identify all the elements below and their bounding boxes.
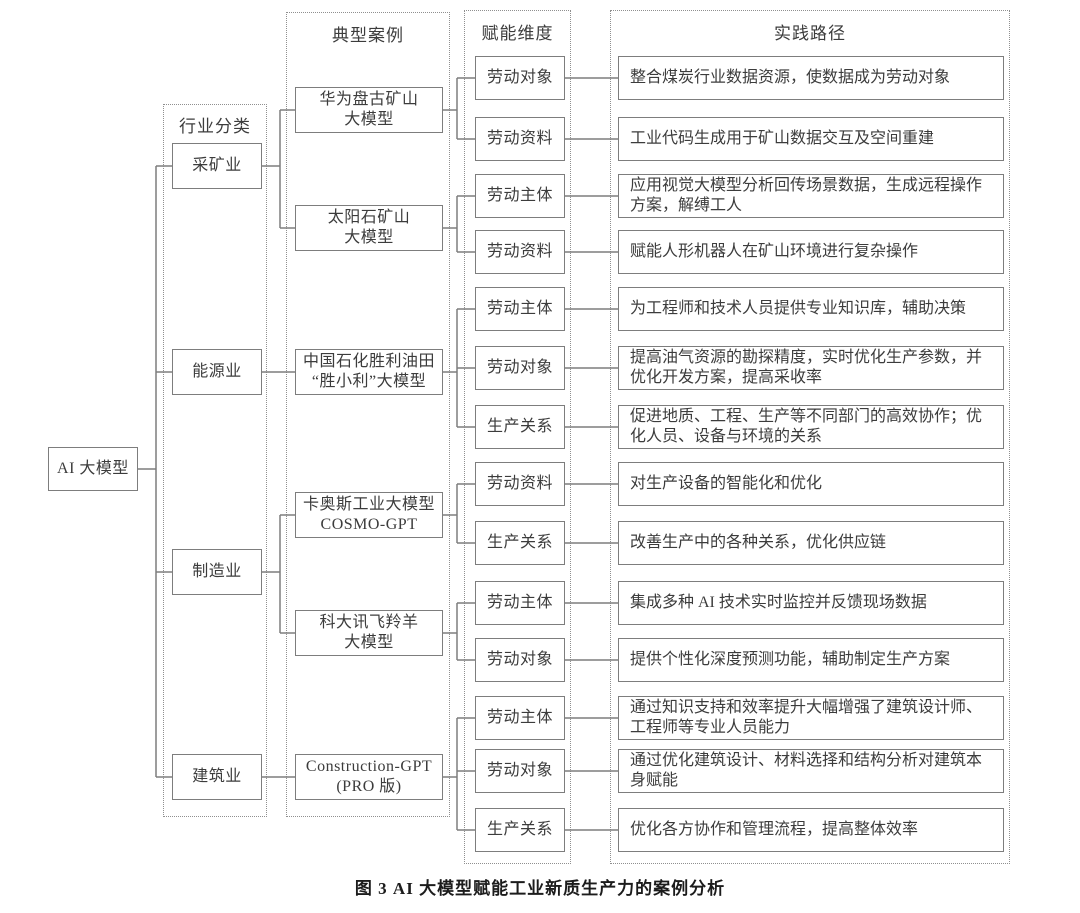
practice-box-row-8: 对生产设备的智能化和优化 <box>618 462 1004 506</box>
case-line1: 太阳石矿山 <box>327 209 411 226</box>
practice-box-row-7: 促进地质、工程、生产等不同部门的高效协作；优化人员、设备与环境的关系 <box>618 405 1004 449</box>
case-line2: 大模型 <box>344 634 394 651</box>
practice-box-row-4: 赋能人形机器人在矿山环境进行复杂操作 <box>618 230 1004 274</box>
practice-box-row-14: 优化各方协作和管理流程，提高整体效率 <box>618 808 1004 852</box>
case-to-dimension-connectors <box>443 77 475 831</box>
dimension-box-row-7: 生产关系 <box>475 405 565 449</box>
practice-box-row-1: 整合煤炭行业数据资源，使数据成为劳动对象 <box>618 56 1004 100</box>
case-line2: 大模型 <box>344 111 394 128</box>
practice-box-row-5: 为工程师和技术人员提供专业知识库，辅助决策 <box>618 287 1004 331</box>
practice-box-row-3: 应用视觉大模型分析回传场景数据，生成远程操作方案，解缚工人 <box>618 174 1004 218</box>
industry-to-case-connectors <box>262 109 295 778</box>
dimension-box-row-10: 劳动主体 <box>475 581 565 625</box>
industry-column-frame <box>163 104 267 817</box>
dimension-box-row-14: 生产关系 <box>475 808 565 852</box>
case-line1: 华为盘古矿山 <box>319 91 419 108</box>
case-column-header: 典型案例 <box>332 26 404 45</box>
case-line2: (PRO 版) <box>336 778 402 795</box>
dimension-box-row-11: 劳动对象 <box>475 638 565 682</box>
dimension-box-row-2: 劳动资料 <box>475 117 565 161</box>
dimension-box-row-9: 生产关系 <box>475 521 565 565</box>
industry-energy: 能源业 <box>172 349 262 395</box>
practice-column-header: 实践路径 <box>774 24 846 43</box>
case-construction-gpt: Construction-GPT (PRO 版) <box>295 754 443 800</box>
root-to-industry-connectors <box>138 165 172 778</box>
dimension-box-row-5: 劳动主体 <box>475 287 565 331</box>
dimension-box-row-12: 劳动主体 <box>475 696 565 740</box>
case-huawei-pangu: 华为盘古矿山 大模型 <box>295 87 443 133</box>
dimension-column-frame <box>464 10 571 864</box>
practice-box-row-10: 集成多种 AI 技术实时监控并反馈现场数据 <box>618 581 1004 625</box>
practice-box-row-6: 提高油气资源的勘探精度，实时优化生产参数，并优化开发方案，提高采收率 <box>618 346 1004 390</box>
practice-box-row-12: 通过知识支持和效率提升大幅增强了建筑设计师、工程师等专业人员能力 <box>618 696 1004 740</box>
case-taiyangshi: 太阳石矿山 大模型 <box>295 205 443 251</box>
case-line1: 卡奥斯工业大模型 <box>302 496 435 513</box>
dimension-box-row-13: 劳动对象 <box>475 749 565 793</box>
dimension-box-row-3: 劳动主体 <box>475 174 565 218</box>
industry-manufacturing: 制造业 <box>172 549 262 595</box>
practice-box-row-13: 通过优化建筑设计、材料选择和结构分析对建筑本身赋能 <box>618 749 1004 793</box>
case-line1: Construction-GPT <box>305 758 433 775</box>
practice-box-row-9: 改善生产中的各种关系，优化供应链 <box>618 521 1004 565</box>
industry-column-header: 行业分类 <box>179 117 251 136</box>
dimension-box-row-6: 劳动对象 <box>475 346 565 390</box>
practice-box-row-11: 提供个性化深度预测功能，辅助制定生产方案 <box>618 638 1004 682</box>
dimension-box-row-8: 劳动资料 <box>475 462 565 506</box>
case-line1: 中国石化胜利油田 <box>302 353 435 370</box>
dimension-to-practice-connectors <box>565 77 618 831</box>
industry-construction: 建筑业 <box>172 754 262 800</box>
case-sinopec-shengxiaoli: 中国石化胜利油田 “胜小利”大模型 <box>295 349 443 395</box>
figure-caption: 图 3 AI 大模型赋能工业新质生产力的案例分析 <box>354 879 726 898</box>
case-column-frame <box>286 12 450 817</box>
case-cosmo-gpt: 卡奥斯工业大模型 COSMO-GPT <box>295 492 443 538</box>
case-line2: “胜小利”大模型 <box>311 373 427 390</box>
case-iflytek-lingyang: 科大讯飞羚羊 大模型 <box>295 610 443 656</box>
dimension-box-row-1: 劳动对象 <box>475 56 565 100</box>
dimension-column-header: 赋能维度 <box>481 24 554 43</box>
root-node-ai-model: AI 大模型 <box>48 447 138 491</box>
case-line2: 大模型 <box>344 229 394 246</box>
dimension-box-row-4: 劳动资料 <box>475 230 565 274</box>
industry-mining: 采矿业 <box>172 143 262 189</box>
practice-box-row-2: 工业代码生成用于矿山数据交互及空间重建 <box>618 117 1004 161</box>
case-line2: COSMO-GPT <box>320 516 418 533</box>
case-line1: 科大讯飞羚羊 <box>319 614 419 631</box>
practice-column-frame <box>610 10 1010 864</box>
